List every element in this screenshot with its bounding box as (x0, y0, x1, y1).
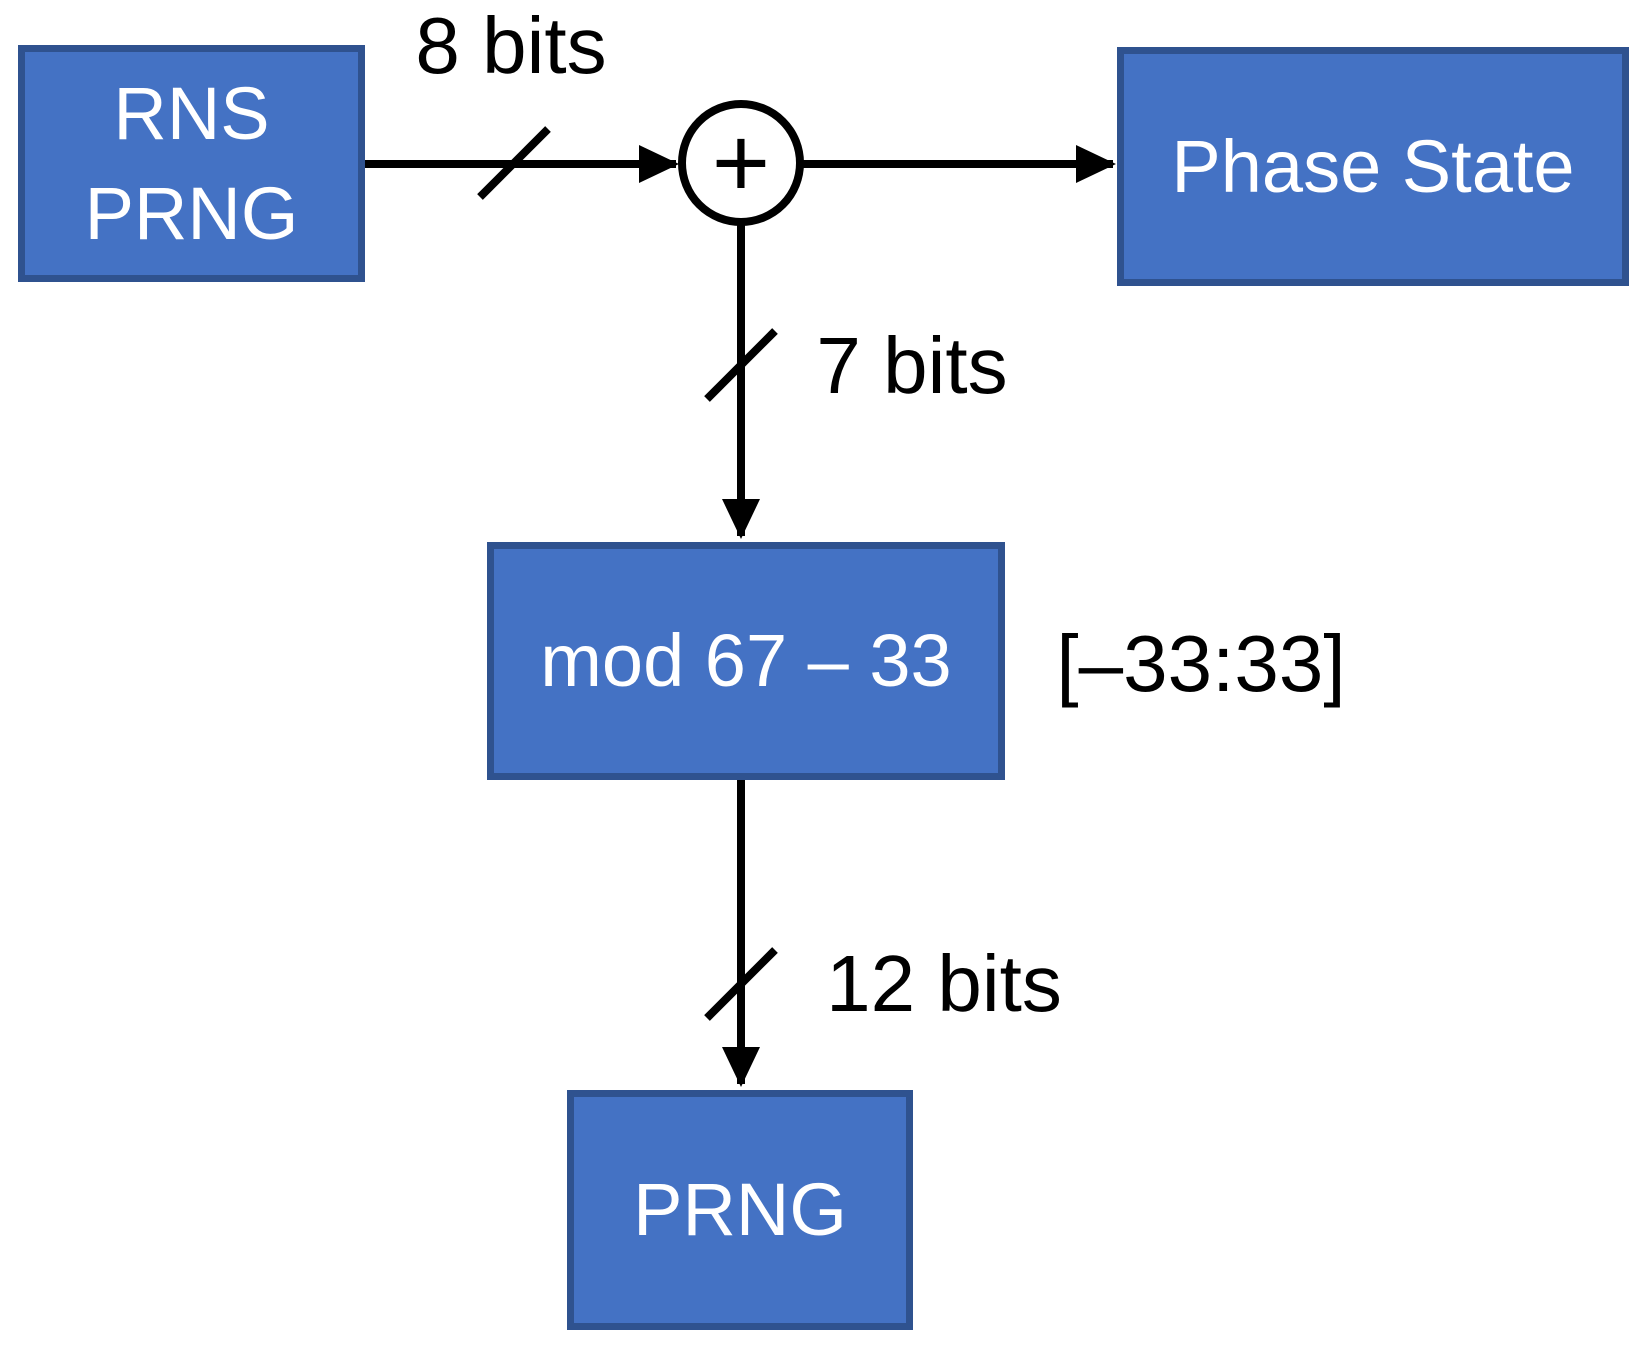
bus-7bit-slash-icon (704, 328, 778, 402)
rns-prng-label: RNS PRNG (84, 71, 299, 255)
prng-label: PRNG (633, 1168, 847, 1252)
bus-12bit-width-label: 12 bits (826, 939, 1062, 1028)
rns-prng-box: RNS PRNG (18, 45, 365, 282)
bus-8bit-width-label: 8 bits (415, 1, 607, 90)
range-label: [–33:33] (1056, 619, 1346, 708)
plus-icon: + (712, 107, 770, 219)
mod-label: mod 67 – 33 (540, 619, 952, 703)
prng-box: PRNG (567, 1090, 913, 1330)
mod-box: mod 67 – 33 (487, 542, 1005, 780)
adder-circle (678, 100, 804, 226)
bus-8bit-slash-icon (477, 126, 551, 200)
phase-state-box: Phase State (1117, 47, 1629, 286)
bus-7bit-width-label: 7 bits (816, 321, 1008, 410)
phase-state-label: Phase State (1171, 124, 1575, 208)
bus-12bit-slash-icon (704, 947, 778, 1021)
